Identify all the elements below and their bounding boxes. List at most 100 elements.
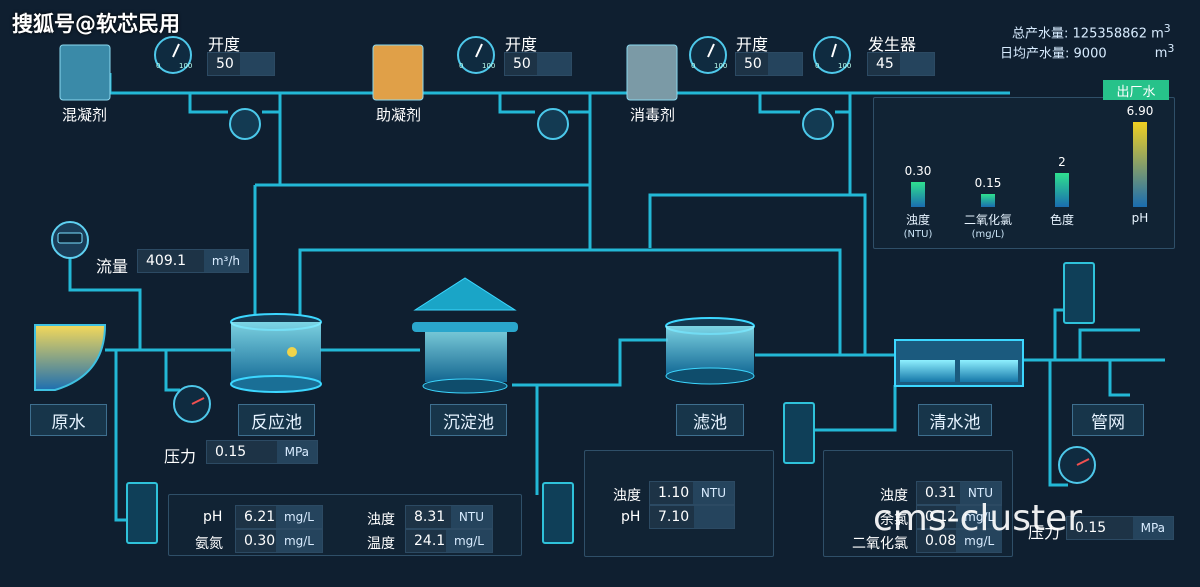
- clear-cl-unit: mg/L: [956, 530, 1003, 552]
- valve-1-label: 开度: [208, 35, 241, 54]
- valve-2-value-box: 50: [504, 52, 572, 76]
- station-raw-water: 原水: [30, 404, 107, 436]
- total-label: 总产水量:: [1012, 26, 1069, 42]
- pipe-network: [68, 73, 1165, 522]
- daily-label: 日均产水量:: [1000, 46, 1070, 62]
- valve-2-unit-slot: [537, 53, 571, 75]
- raw-nh-label: 氨氮: [195, 536, 223, 552]
- analyzer-2-icon: [542, 482, 574, 544]
- watermark-bottom: cms-cluster: [873, 498, 1083, 539]
- gauge-4-min: 0: [815, 62, 820, 70]
- daily-production: 日均产水量: 9000 m3: [1000, 42, 1174, 61]
- valve-3-gauge-icon: [689, 36, 727, 74]
- raw-temp-unit: mg/L: [445, 530, 492, 552]
- valve-3-label: 开度: [736, 35, 769, 54]
- outlet-bar-label-1: 二氧化氯: [963, 213, 1012, 227]
- gauge-3-max: 100: [714, 62, 728, 70]
- outlet-bar-value-0: 0.30: [904, 163, 932, 178]
- outlet-bar-1: [981, 194, 995, 207]
- clear-tu-label: 浊度: [880, 488, 908, 504]
- valve-2-label: 开度: [505, 35, 538, 54]
- filter-tu-value: 1.10: [658, 485, 690, 501]
- station-sedimentation: 沉淀池: [430, 404, 507, 436]
- station-reaction: 反应池: [238, 404, 315, 436]
- gauge-3-min: 0: [691, 62, 696, 70]
- gauge-2-min: 0: [459, 62, 464, 70]
- pressure-2-unit: MPa: [1132, 517, 1173, 539]
- valve-3-unit-slot: [768, 53, 802, 75]
- station-filter: 滤池: [676, 404, 744, 436]
- total-unit: m: [1151, 26, 1164, 42]
- filter-tu-label: 浊度: [613, 488, 641, 504]
- gauge-4-max: 100: [838, 62, 852, 70]
- clear-row2-unit: mg/L: [956, 506, 1003, 528]
- outlet-chart: 0.30 浊度 (NTU) 0.15 二氧化氯 (mg/L) 2 色度 6.90 pH: [873, 97, 1173, 247]
- raw-temp-value: 24.1: [414, 533, 446, 549]
- pressure-1-label: 压力: [164, 447, 197, 466]
- analyzer-3-icon: [783, 402, 815, 464]
- gauge-1-max: 100: [179, 62, 193, 70]
- outlet-bar-label-3: pH: [1131, 211, 1149, 225]
- raw-temp-label: 温度: [367, 536, 395, 552]
- clear-cl-label: 二氧化氯: [852, 536, 908, 552]
- valve-1-value: 50: [216, 56, 234, 72]
- flow-label: 流量: [96, 257, 129, 276]
- analyzer-4-icon: [1063, 262, 1095, 324]
- raw-tu-unit: NTU: [450, 506, 492, 528]
- valve-1-unit-slot: [240, 53, 274, 75]
- raw-ph-unit: mg/L: [275, 506, 322, 528]
- pressure-1-value: 0.15: [215, 444, 247, 460]
- outlet-bar-label-0: 浊度: [905, 213, 930, 227]
- valve-2-value: 50: [513, 56, 531, 72]
- dosing-1-label: 混凝剂: [62, 106, 108, 124]
- pressure-2-gauge-icon: [1058, 446, 1096, 484]
- pump-3-icon: [802, 108, 834, 140]
- outlet-bar-unit-1: (mg/L): [971, 229, 1005, 240]
- analyzer-1-icon: [126, 482, 158, 544]
- valve-2-gauge-icon: [457, 36, 495, 74]
- outlet-bar-label-2: 色度: [1049, 213, 1074, 227]
- generator-value: 45: [876, 56, 894, 72]
- total-production: 总产水量: 125358862 m3: [1012, 22, 1171, 41]
- outlet-bar-unit-0: (NTU): [903, 229, 933, 240]
- clear-tu-value: 0.31: [925, 485, 957, 501]
- filter-ph-box: 7.10: [649, 505, 735, 529]
- pump-1-icon: [229, 108, 261, 140]
- valve-3-value-box: 50: [735, 52, 803, 76]
- dosing-3-label: 消毒剂: [630, 106, 676, 124]
- outlet-bar-value-1: 0.15: [974, 176, 1002, 191]
- total-unit-sup: 3: [1163, 22, 1171, 35]
- generator-gauge-icon: [813, 36, 851, 74]
- outlet-bar-2: [1055, 173, 1069, 207]
- daily-unit-sup: 3: [1167, 42, 1175, 55]
- raw-ph-label: pH: [203, 509, 223, 525]
- valve-1-value-box: 50: [207, 52, 275, 76]
- station-clear-water: 清水池: [918, 404, 992, 436]
- pressure-2-label: 压力: [1028, 523, 1061, 542]
- filter-tu-unit: NTU: [692, 482, 734, 504]
- outlet-bar-value-3: 6.90: [1126, 104, 1154, 118]
- outlet-bar-3: [1133, 122, 1147, 207]
- raw-nh-unit: mg/L: [275, 530, 322, 552]
- generator-label: 发生器: [868, 35, 917, 54]
- raw-ph-value: 6.21: [244, 509, 276, 525]
- watermark-top: 搜狐号@软芯民用: [12, 12, 180, 36]
- daily-value: 9000: [1073, 46, 1107, 62]
- daily-unit: m: [1154, 46, 1168, 62]
- raw-nh-value: 0.30: [244, 533, 276, 549]
- filter-ph-unit-slot: [694, 506, 734, 528]
- valve-3-value: 50: [744, 56, 762, 72]
- clear-row2-label: 余氯: [880, 512, 908, 528]
- outlet-bar-value-2: 2: [1058, 155, 1066, 169]
